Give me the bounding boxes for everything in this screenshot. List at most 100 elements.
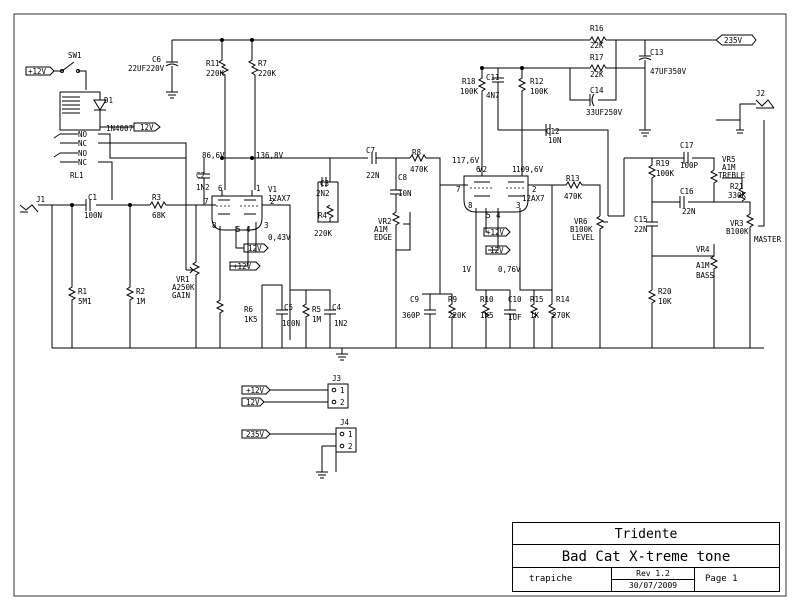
vr6-value: B100K bbox=[570, 225, 593, 234]
r8-label: R8 bbox=[412, 148, 422, 157]
d1-value: 1N4007 bbox=[106, 124, 133, 133]
connectors: +12V 12V 1 2 J3 235V 1 2 J4 bbox=[241, 374, 357, 479]
r6-value: 1K5 bbox=[244, 315, 258, 324]
c9-label: C9 bbox=[410, 295, 419, 304]
v2-pin2: 2 bbox=[532, 185, 537, 194]
r3-value: 68K bbox=[152, 211, 166, 220]
vr2-value: A1M bbox=[374, 225, 388, 234]
r20-label: R20 bbox=[658, 287, 672, 296]
j3-pin1: 1 bbox=[340, 386, 345, 395]
supply-rail: 235V R16 22K R17 22K C13 47UF350V C14 33… bbox=[128, 24, 757, 137]
net-flag-12v-relay bbox=[133, 122, 161, 132]
vr6-label: VR6 bbox=[574, 217, 588, 226]
v2-pin8: 8 bbox=[468, 201, 473, 210]
vr4-label: VR4 bbox=[696, 245, 710, 254]
net-flag-p12v-v1 bbox=[229, 261, 261, 271]
vr3-name: MASTER bbox=[754, 235, 782, 244]
c1-capacitor bbox=[85, 199, 91, 211]
v2-pin1: 1 bbox=[512, 165, 517, 174]
net-flag-235v bbox=[715, 34, 757, 46]
c6-label: C6 bbox=[152, 55, 162, 64]
r17-value: 22K bbox=[590, 70, 604, 79]
j2-label: J2 bbox=[756, 89, 765, 98]
r12-value: 100K bbox=[530, 87, 549, 96]
vr1-potentiometer bbox=[191, 205, 201, 348]
c10-value: 1UF bbox=[508, 313, 522, 322]
c10-label: C10 bbox=[508, 295, 522, 304]
revision: Rev 1.2 bbox=[636, 569, 670, 578]
r15-label: R15 bbox=[530, 295, 544, 304]
c14-label: C14 bbox=[590, 86, 604, 95]
c11-value: 4N7 bbox=[486, 91, 500, 100]
r7-label: R7 bbox=[258, 59, 267, 68]
r13-value: 470K bbox=[564, 192, 583, 201]
vr5-name: TREBLE bbox=[718, 171, 746, 180]
c16-label: C16 bbox=[680, 187, 694, 196]
r21-value: 330K bbox=[728, 191, 747, 200]
page-cell: Page 1 bbox=[694, 567, 780, 592]
r10-value: 1K5 bbox=[480, 311, 494, 320]
v1v-voltage: 1V bbox=[462, 265, 472, 274]
c8-value: 10N bbox=[398, 189, 412, 198]
vr4-value: A1M bbox=[696, 261, 710, 270]
v1-pin7: 7 bbox=[204, 197, 209, 206]
vr2-name: EDGE bbox=[374, 233, 393, 242]
c14-value: 33UF250V bbox=[586, 108, 623, 117]
r8-resistor bbox=[409, 153, 454, 186]
net-flag-235v-j4 bbox=[241, 429, 271, 439]
v866-voltage: 86,6V bbox=[202, 151, 225, 160]
c5-value: 100N bbox=[282, 319, 300, 328]
net-label-12v-v1: 12V bbox=[248, 244, 262, 253]
r10-label: R10 bbox=[480, 295, 494, 304]
net-label-12v-relay: 12V bbox=[140, 123, 154, 132]
rl1-label: RL1 bbox=[70, 171, 84, 180]
c4-value: 1N2 bbox=[334, 319, 348, 328]
v1-stage: R11 220K R7 220K 86,6V 136,8V 6 1 7 2 8 … bbox=[202, 38, 360, 348]
v2-label: V2 bbox=[478, 165, 487, 174]
r4-value: 220K bbox=[314, 229, 333, 238]
c2-label: C2 bbox=[196, 171, 205, 180]
j4-label: J4 bbox=[340, 418, 350, 427]
j1-label: J1 bbox=[36, 195, 45, 204]
j3-connector bbox=[327, 383, 349, 409]
r16-value: 22K bbox=[590, 41, 604, 50]
vr3-value: B100K bbox=[726, 227, 749, 236]
c1-value: 100N bbox=[84, 211, 102, 220]
r12-label: R12 bbox=[530, 77, 544, 86]
vr1-name: GAIN bbox=[172, 291, 190, 300]
input-section: J1 C1 100N R3 68K R1 5M1 R2 1M C2 1N2 VR… bbox=[19, 158, 210, 348]
relay-nc-1: NC bbox=[78, 139, 87, 148]
r16-resistor bbox=[589, 35, 607, 45]
r11-label: R11 bbox=[206, 59, 220, 68]
r7-value: 220K bbox=[258, 69, 277, 78]
j4-pin1: 1 bbox=[348, 430, 353, 439]
vr1-value: A250K bbox=[172, 283, 195, 292]
r2-resistor bbox=[125, 205, 135, 348]
j3-label: J3 bbox=[332, 374, 341, 383]
c3-value: 2N2 bbox=[316, 189, 330, 198]
title-row: Bad Cat X-treme tone bbox=[512, 544, 780, 568]
r14-label: R14 bbox=[556, 295, 570, 304]
r2-label: R2 bbox=[136, 287, 145, 296]
v2-type: 12AX7 bbox=[522, 194, 545, 203]
v043-voltage: 0,43V bbox=[268, 233, 291, 242]
c2-value: 1N2 bbox=[196, 183, 210, 192]
v1-pin6: 6 bbox=[218, 184, 223, 193]
net-label-12v-j3: 12V bbox=[246, 398, 260, 407]
c16-value: 22N bbox=[682, 207, 696, 216]
v2-pin6: 6 bbox=[476, 165, 481, 174]
c17-value: 100P bbox=[680, 161, 699, 170]
v1-label: V1 bbox=[268, 185, 277, 194]
net-label-235v-j4: 235V bbox=[246, 430, 265, 439]
c14-capacitor bbox=[589, 93, 595, 107]
c12-label: C12 bbox=[546, 127, 560, 136]
c1-label: C1 bbox=[88, 193, 97, 202]
net-label-p12v-v2: +12V bbox=[486, 228, 505, 237]
net-flag-12v-v1 bbox=[243, 243, 269, 253]
page-number: Page 1 bbox=[705, 574, 738, 584]
r17-resistor bbox=[570, 63, 616, 73]
date-cell: 30/07/2009 bbox=[611, 579, 695, 592]
c8-label: C8 bbox=[398, 173, 408, 182]
v076-voltage: 0,76V bbox=[498, 265, 521, 274]
c15-label: C15 bbox=[634, 215, 648, 224]
